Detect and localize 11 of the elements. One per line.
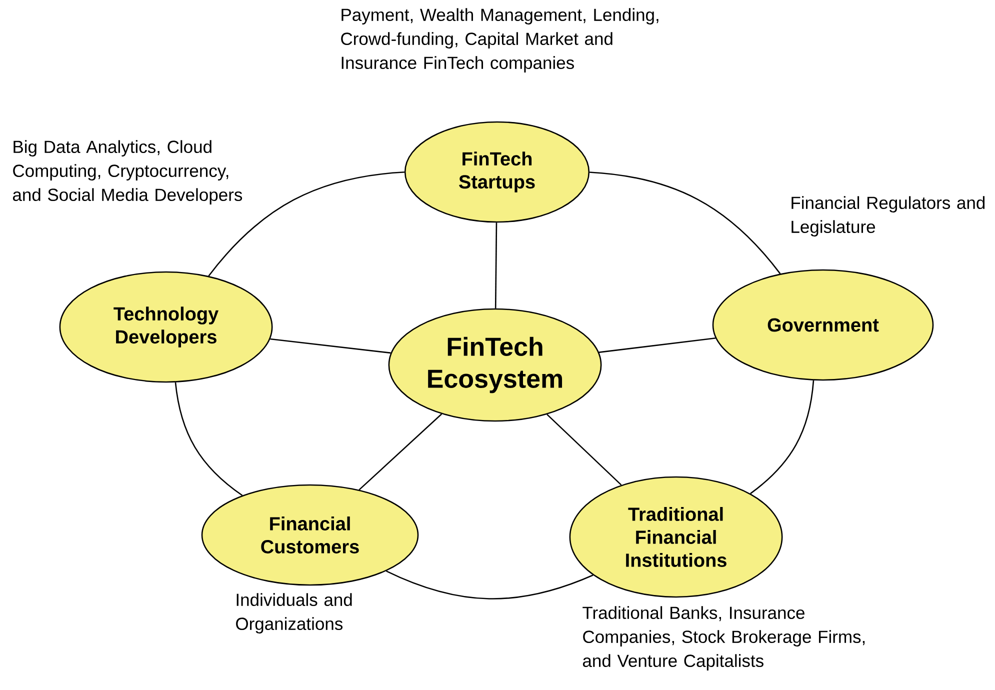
ellipse-node: Financial Customers xyxy=(201,484,419,586)
ellipse-node: Technology Developers xyxy=(59,271,273,383)
ellipse-node: Government xyxy=(712,269,934,381)
description-text: Big Data Analytics, Cloud Computing, Cryptocurrency, and Social Media Developers xyxy=(12,140,242,204)
ellipse-node: FinTech Ecosystem xyxy=(388,308,602,422)
description-text: Individuals and Organizations xyxy=(236,593,352,634)
description-text: Financial Regulators and Legislature xyxy=(792,196,985,236)
description-text: Payment, Wealth Management, Lending, Crowd-funding, Capital Market and Insurance FinTech companies xyxy=(341,8,658,72)
description-text: Traditional Banks, Insurance Companies, Stock Brokerage Firms, and Venture Capitalists xyxy=(582,606,865,670)
ellipse-node: Traditional Financial Institutions xyxy=(569,476,783,598)
ellipse-node: FinTech Startups xyxy=(404,121,590,223)
